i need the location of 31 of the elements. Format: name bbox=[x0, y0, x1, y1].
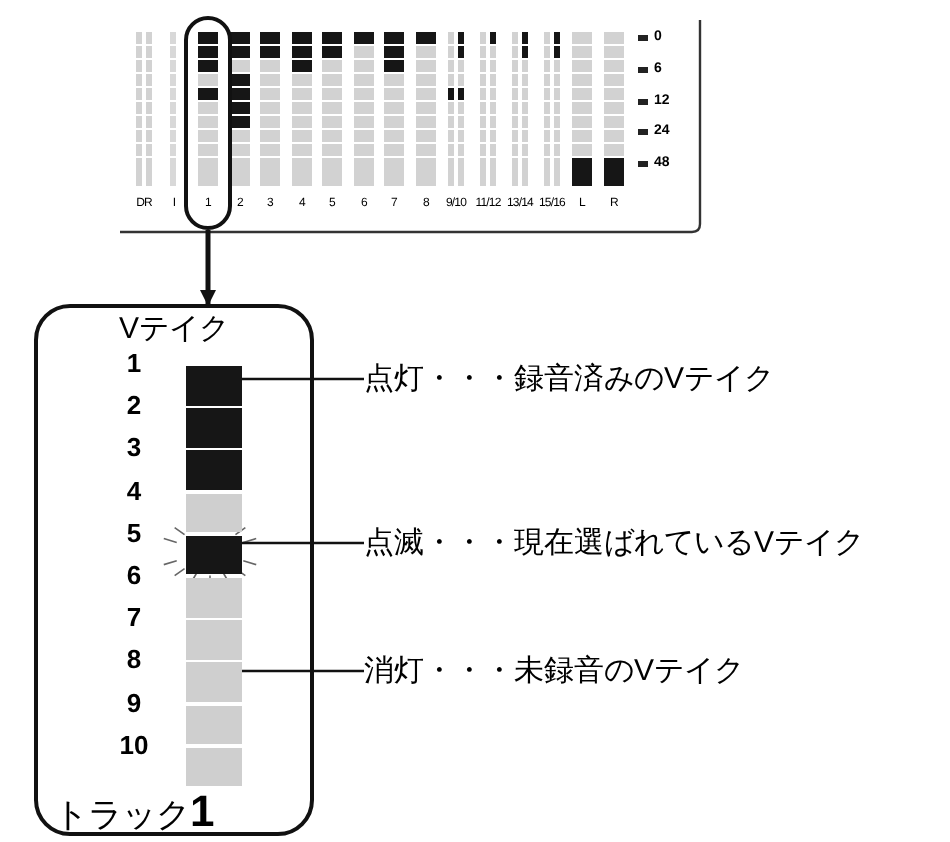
take-number: 4 bbox=[124, 475, 144, 506]
take-number: 7 bbox=[124, 602, 144, 633]
take-number: 5 bbox=[124, 517, 144, 548]
leader-line bbox=[242, 377, 364, 381]
arrow bbox=[200, 230, 216, 306]
level-segment bbox=[186, 450, 242, 490]
level-segment bbox=[186, 747, 242, 787]
status-description: 点灯・・・録音済みのVテイク bbox=[364, 360, 775, 398]
level-segment bbox=[186, 535, 242, 575]
take-number: 1 bbox=[124, 348, 144, 378]
level-segment bbox=[186, 705, 242, 745]
meter-closeup-box bbox=[34, 304, 314, 836]
track-label: トラック1 bbox=[54, 790, 215, 838]
leader-line bbox=[242, 669, 364, 673]
level-segment bbox=[186, 408, 242, 448]
take-number: 3 bbox=[124, 432, 144, 463]
level-segment bbox=[186, 662, 242, 702]
take-number: 9 bbox=[124, 687, 144, 718]
highlight-outline bbox=[184, 16, 232, 230]
take-number: 8 bbox=[124, 644, 144, 675]
level-segment bbox=[186, 493, 242, 533]
level-segment bbox=[186, 366, 242, 405]
level-segment bbox=[186, 578, 242, 617]
leader-line bbox=[242, 541, 364, 545]
take-number: 10 bbox=[117, 729, 151, 760]
status-description: 消灯・・・未録音のVテイク bbox=[364, 652, 745, 690]
level-segment bbox=[186, 620, 242, 660]
status-description: 点滅・・・現在選ばれているVテイク bbox=[364, 524, 865, 562]
column-heading: Vテイク bbox=[116, 310, 231, 348]
take-number: 6 bbox=[124, 560, 144, 590]
take-number: 2 bbox=[124, 390, 144, 421]
